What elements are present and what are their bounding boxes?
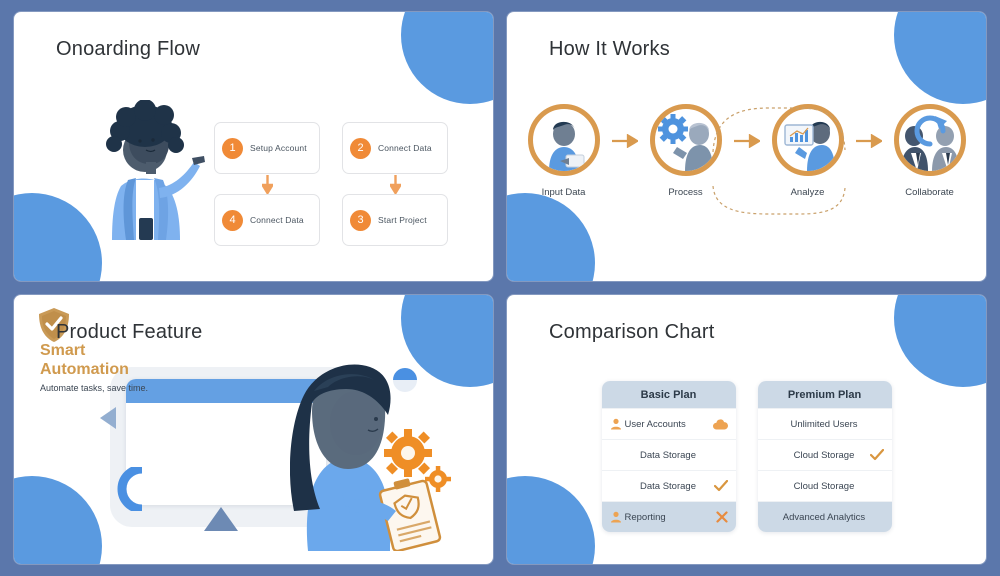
shield-check-icon	[39, 308, 69, 342]
table-row[interactable]: Unlimited Users	[757, 408, 892, 439]
step-label-2: Connect Data	[378, 143, 432, 153]
table-row[interactable]: User Accounts	[601, 408, 736, 439]
feature-label: Advanced Analytics	[782, 511, 866, 523]
arrow-right-icon-1	[611, 104, 639, 153]
table-row[interactable]: Data Storage	[601, 439, 736, 470]
arc-icon	[117, 467, 143, 511]
step-number-3: 3	[350, 209, 371, 231]
two-people-sync-icon	[900, 115, 959, 171]
user-icon	[610, 418, 625, 430]
woman-with-clipboard-and-gears-illustration	[290, 364, 451, 551]
hiw-label-process: Process	[668, 187, 703, 198]
ring-input-data	[527, 104, 600, 176]
slide-product-feature[interactable]: Product Feature	[14, 295, 493, 564]
arrow-down-icon-left	[214, 174, 320, 194]
ring-analyze	[771, 104, 844, 176]
slide-title-onboarding: Onoarding Flow	[56, 38, 200, 60]
slide-onboarding-flow[interactable]: Onoarding Flow	[14, 12, 493, 281]
hiw-step-input-data[interactable]: Input Data	[516, 104, 612, 198]
slide-title-product-feature: Product Feature	[56, 321, 203, 343]
step-box-3[interactable]: 3 Start Project	[342, 194, 448, 246]
feature-label: Data Storage	[640, 449, 696, 461]
hiw-label-collaborate: Collaborate	[905, 187, 954, 198]
cross-icon	[712, 511, 728, 523]
ring-collaborate	[893, 104, 966, 176]
table-row[interactable]: Cloud Storage	[757, 470, 892, 501]
table-row[interactable]: Advanced Analytics	[757, 501, 892, 532]
arrow-down-icon-right	[342, 174, 448, 194]
decor-circle-bottom-left	[507, 193, 595, 281]
hiw-step-process[interactable]: Process	[638, 104, 734, 198]
decor-circle-top-right	[894, 295, 986, 387]
cloud-icon	[712, 418, 728, 430]
slide-title-comparison-chart: Comparison Chart	[549, 321, 715, 343]
slide-title-how-it-works: How It Works	[549, 38, 670, 60]
triangle-up-icon	[204, 507, 238, 531]
arrow-right-icon-3	[855, 104, 883, 153]
feature-label: Cloud Storage	[793, 480, 855, 492]
hiw-label-analyze: Analyze	[790, 187, 825, 198]
plan-header-basic: Basic Plan	[601, 381, 736, 408]
arrow-right-icon-2	[733, 104, 761, 153]
how-it-works-row: Input Data	[507, 104, 986, 198]
feature-subtitle: Automate tasks, save time.	[40, 383, 149, 393]
step-box-2[interactable]: 2 Connect Data	[342, 122, 448, 174]
slide-comparison-chart[interactable]: Comparison Chart Basic Plan User Account…	[507, 295, 986, 564]
feature-label: Reporting	[624, 511, 666, 523]
hiw-step-analyze[interactable]: Analyze	[760, 104, 856, 198]
table-row[interactable]: Reporting	[601, 501, 736, 532]
half-circle-icon	[393, 368, 417, 392]
hiw-label-input-data: Input Data	[541, 187, 586, 198]
comparison-table: Basic Plan User Accounts Data Storage	[507, 381, 986, 532]
step-number-2: 2	[350, 137, 371, 159]
ring-process	[649, 104, 722, 176]
chart-screen-with-person-icon	[783, 121, 835, 171]
feature-label: User Accounts	[624, 418, 686, 430]
step-number-4: 4	[222, 209, 243, 231]
step-label-4: Connect Data	[250, 215, 304, 225]
feature-title-line1: Smart	[40, 342, 86, 359]
decor-circle-top-right	[894, 12, 986, 104]
plan-column-basic[interactable]: Basic Plan User Accounts Data Storage	[601, 381, 736, 532]
step-box-1[interactable]: 1 Setup Account	[214, 122, 320, 174]
slide-how-it-works[interactable]: How It Works Input Data	[507, 12, 986, 281]
feature-card-header	[126, 379, 326, 403]
plan-header-premium: Premium Plan	[757, 381, 892, 408]
woman-pointing-illustration	[106, 100, 205, 240]
person-with-tablet-icon	[548, 121, 584, 171]
step-label-1: Setup Account	[250, 143, 307, 153]
step-box-4[interactable]: 4 Connect Data	[214, 194, 320, 246]
table-row[interactable]: Data Storage	[601, 470, 736, 501]
triangle-left-icon	[100, 407, 116, 429]
check-icon	[712, 480, 728, 492]
table-row[interactable]: Cloud Storage	[757, 439, 892, 470]
user-icon	[610, 511, 625, 523]
feature-title: Smart Automation	[40, 341, 129, 379]
feature-title-line2: Automation	[40, 361, 129, 378]
feature-label: Unlimited Users	[790, 418, 858, 430]
feature-label: Data Storage	[640, 480, 696, 492]
onboarding-step-grid: 1 Setup Account 2 Connect Data 4 Con	[214, 122, 448, 246]
step-number-1: 1	[222, 137, 243, 159]
hiw-step-collaborate[interactable]: Collaborate	[882, 104, 978, 198]
step-label-3: Start Project	[378, 215, 427, 225]
plan-column-premium[interactable]: Premium Plan Unlimited Users Cloud Stora…	[757, 381, 892, 532]
check-icon	[868, 449, 884, 461]
gear-with-person-icon	[657, 114, 713, 171]
feature-label: Cloud Storage	[793, 449, 855, 461]
